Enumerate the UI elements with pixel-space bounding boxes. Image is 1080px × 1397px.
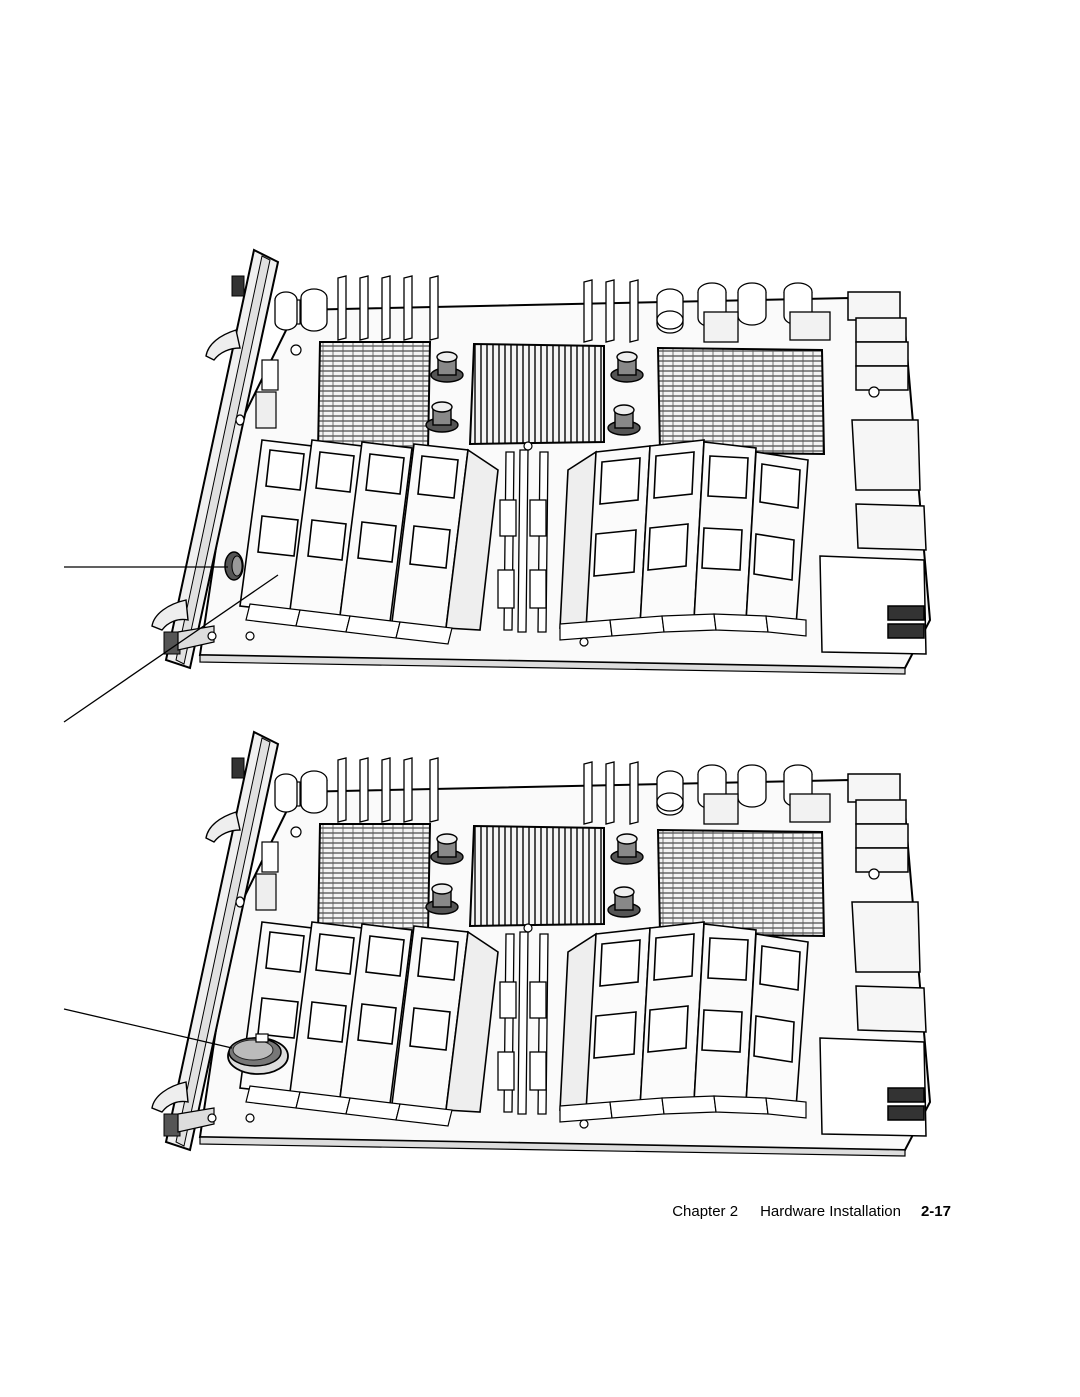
battery-removed [227, 1033, 289, 1075]
callout-line-removed-battery [63, 1008, 233, 1049]
board-illustration-battery-installed [151, 249, 931, 675]
battery-in-holder [224, 551, 244, 581]
page-number: 2-17 [920, 1203, 951, 1220]
footer-chapter: Chapter 2 [672, 1203, 739, 1220]
callout-line-battery-holder [63, 574, 279, 723]
battery-replacement-figure [63, 249, 931, 1157]
footer-section: Hardware Installation [760, 1203, 901, 1220]
board-illustration-battery-removed [151, 731, 931, 1157]
page-footer: Chapter 2 Hardware Installation 2-17 [0, 1203, 951, 1220]
